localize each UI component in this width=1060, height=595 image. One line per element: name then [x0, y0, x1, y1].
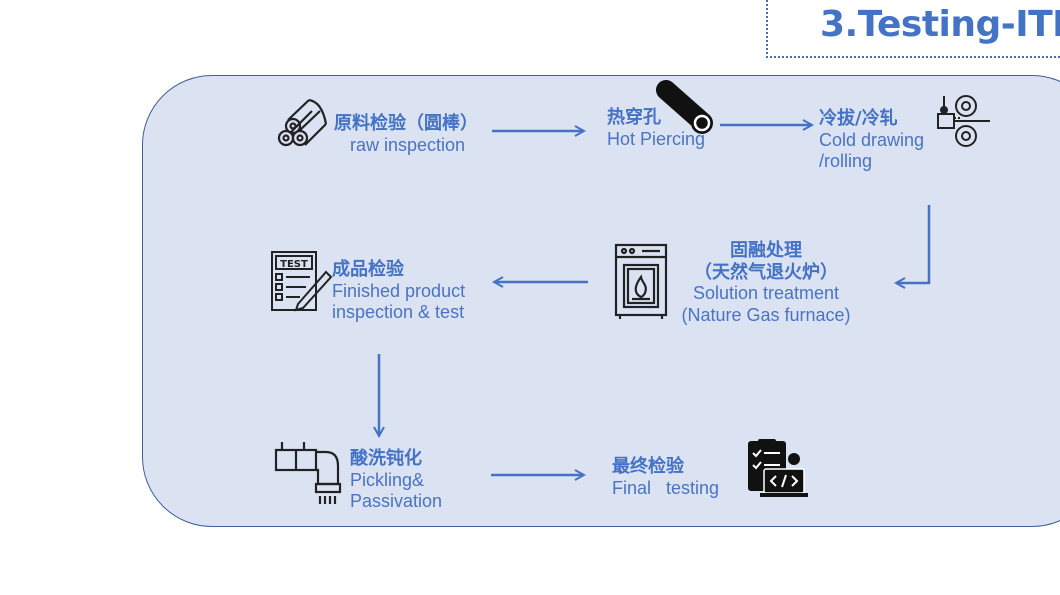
- pipe-icon: [656, 80, 713, 134]
- decorative-dotted-line-horizontal: [766, 56, 1060, 58]
- step-pickling-en2: Passivation: [350, 491, 443, 512]
- test-label: TEST: [280, 259, 308, 270]
- final-testing-icon: [748, 439, 808, 497]
- step-piercing-en: Hot Piercing: [607, 128, 706, 149]
- rolling-mill-icon: [937, 95, 990, 147]
- step-pickling-en1: Pickling&: [350, 469, 425, 490]
- step-solution-en1: Solution treatment: [692, 283, 840, 304]
- step-solution-cn1: 固融处理: [730, 240, 802, 261]
- step-finished-en2: inspection & test: [332, 302, 465, 323]
- step-final-en: Final testing: [612, 477, 720, 498]
- step-piercing-cn: 热穿孔: [607, 107, 661, 128]
- step-solution-en2: (Nature Gas furnace): [681, 304, 851, 325]
- decorative-dotted-line: [766, 0, 768, 58]
- step-final-cn: 最终检验: [612, 456, 684, 477]
- furnace-icon: [614, 243, 668, 319]
- arrow-cold-to-solution: [896, 205, 931, 283]
- step-solution-cn2: （天然气退火炉）: [694, 261, 838, 283]
- step-raw-cn: 原料检验（圆棒）: [334, 113, 478, 134]
- round-bars-icon: [277, 98, 328, 147]
- step-cold-en1: Cold drawing: [819, 129, 925, 150]
- page-title: 3.Testing-ITP: [820, 4, 1060, 45]
- step-solution: 固融处理 （天然气退火炉） Solution treatment (Nature…: [668, 240, 864, 326]
- pickling-tank-icon: [274, 442, 342, 504]
- step-cold: 冷拔/冷轧 Cold drawing /rolling: [819, 108, 924, 173]
- step-finished-en1: Finished product: [332, 280, 466, 301]
- test-sheet-icon: TEST: [271, 251, 333, 312]
- step-final: 最终检验 Final testing: [612, 456, 719, 499]
- step-finished: 成品检验 Finished product inspection & test: [332, 259, 465, 324]
- step-finished-cn: 成品检验: [332, 259, 404, 280]
- step-cold-en2: /rolling: [819, 151, 873, 172]
- step-pickling: 酸洗钝化 Pickling& Passivation: [350, 448, 442, 513]
- step-cold-cn: 冷拔/冷轧: [819, 108, 898, 129]
- step-raw: 原料检验（圆棒） raw inspection: [334, 113, 478, 156]
- step-raw-en: raw inspection: [350, 134, 466, 155]
- step-pickling-cn: 酸洗钝化: [350, 448, 422, 469]
- step-piercing: 热穿孔 Hot Piercing: [607, 107, 705, 150]
